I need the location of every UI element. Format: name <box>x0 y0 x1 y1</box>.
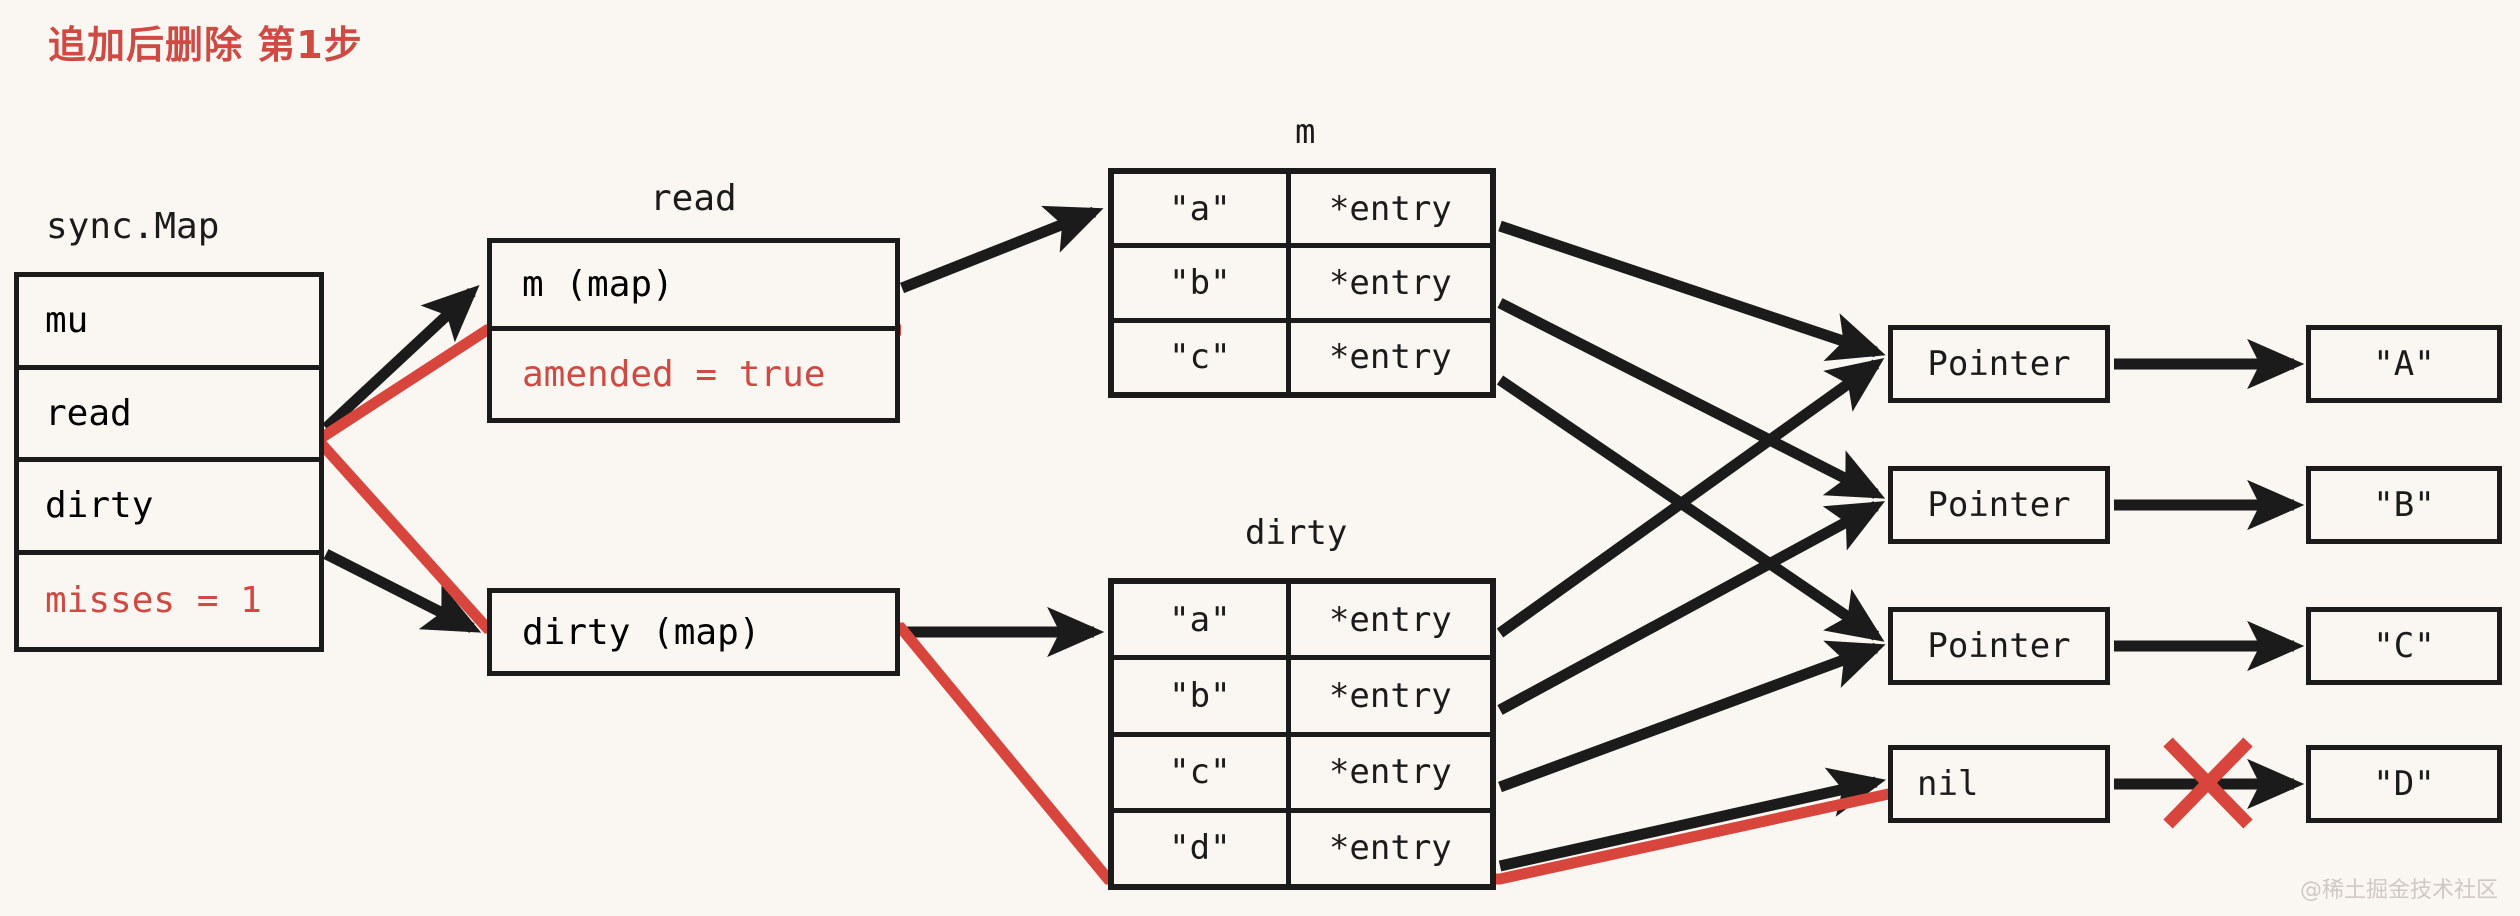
syncmap-label: sync.Map <box>46 206 220 247</box>
entry-key: "c" <box>1114 736 1291 808</box>
table-row: "a" *entry <box>1114 174 1490 249</box>
dirty-table: "a" *entry "b" *entry "c" *entry "d" *en… <box>1108 578 1496 890</box>
table-row: "c" *entry <box>1114 322 1490 392</box>
pointer-label: Pointer <box>1927 626 2071 666</box>
syncmap-field-read: read <box>19 370 319 462</box>
m-table: "a" *entry "b" *entry "c" *entry <box>1108 168 1496 398</box>
arrow-dirty-a-to-pointer-0 <box>1496 358 1885 638</box>
read-struct: m (map) amended = true <box>487 238 900 423</box>
field-label: dirty (map) <box>522 611 761 653</box>
arrow-m-b-to-pointer-1 <box>1497 298 1886 499</box>
value-label: "B" <box>2373 485 2435 525</box>
read-field-m: m (map) <box>492 243 895 331</box>
read-struct-label: read <box>650 178 737 219</box>
value-box-0: "A" <box>2306 325 2502 403</box>
arrow-dirty-to-dirtymap <box>323 549 482 633</box>
entry-value: *entry <box>1328 262 1452 303</box>
table-row: "a" *entry <box>1114 584 1490 661</box>
entry-key: "b" <box>1114 248 1291 318</box>
value-box-3: "D" <box>2306 745 2502 823</box>
arrow-m-c-to-pointer-2 <box>1496 375 1885 642</box>
pointer-label: Pointer <box>1927 485 2071 525</box>
value-box-2: "C" <box>2306 607 2502 685</box>
nil-box: nil <box>1888 745 2110 823</box>
value-box-1: "B" <box>2306 466 2502 544</box>
field-label: dirty <box>45 485 154 527</box>
syncmap-field-dirty: dirty <box>19 462 319 555</box>
watermark: @稀土掘金技术社区 <box>2299 878 2498 903</box>
table-row: "c" *entry <box>1114 736 1490 813</box>
entry-key: "b" <box>1114 660 1291 732</box>
arrow-dirty-b-to-pointer-1 <box>1497 501 1886 715</box>
read-field-amended: amended = true <box>492 331 895 419</box>
table-row: "b" *entry <box>1114 660 1490 737</box>
entry-value: *entry <box>1328 828 1452 869</box>
arrow-readm-to-mtable <box>899 205 1104 294</box>
entry-key: "a" <box>1114 174 1291 244</box>
m-table-label: m <box>1295 112 1316 152</box>
dirty-table-label: dirty <box>1245 513 1348 553</box>
entry-key: "c" <box>1114 322 1291 392</box>
value-label: "D" <box>2373 764 2435 804</box>
value-label: "A" <box>2373 344 2435 384</box>
table-row: "d" *entry <box>1114 812 1490 884</box>
syncmap-field-mu: mu <box>19 277 319 370</box>
entry-value: *entry <box>1328 752 1452 793</box>
field-label: m (map) <box>522 263 674 305</box>
syncmap-struct: mu read dirty misses = 1 <box>14 272 324 652</box>
entry-key: "d" <box>1114 812 1291 884</box>
field-label: amended = true <box>522 353 826 395</box>
syncmap-field-misses: misses = 1 <box>19 555 319 648</box>
pointer-box-2: Pointer <box>1888 607 2110 685</box>
arrow-dirty-c-to-pointer-2 <box>1498 640 1886 793</box>
page-title: 追加后删除 第1步 <box>48 23 363 67</box>
entry-key: "a" <box>1114 584 1291 656</box>
table-row: "b" *entry <box>1114 248 1490 323</box>
arrow-m-a-to-pointer-0 <box>1498 220 1886 361</box>
value-label: "C" <box>2373 626 2435 666</box>
pointer-box-1: Pointer <box>1888 466 2110 544</box>
arrow-dirty-d-to-nil <box>1498 767 1887 872</box>
pointer-label: nil <box>1917 764 1979 804</box>
x-mark-icon <box>2163 737 2253 829</box>
dirty-map-struct: dirty (map) <box>487 588 900 676</box>
field-label: read <box>45 392 132 434</box>
arrow-read-to-readstruct <box>322 284 480 433</box>
pointer-label: Pointer <box>1927 344 2071 384</box>
field-label: mu <box>45 300 89 342</box>
entry-value: *entry <box>1328 188 1452 229</box>
entry-value: *entry <box>1328 599 1452 640</box>
entry-value: *entry <box>1328 675 1452 716</box>
entry-value: *entry <box>1328 337 1452 378</box>
pointer-box-0: Pointer <box>1888 325 2110 403</box>
field-label: misses = 1 <box>45 580 262 622</box>
